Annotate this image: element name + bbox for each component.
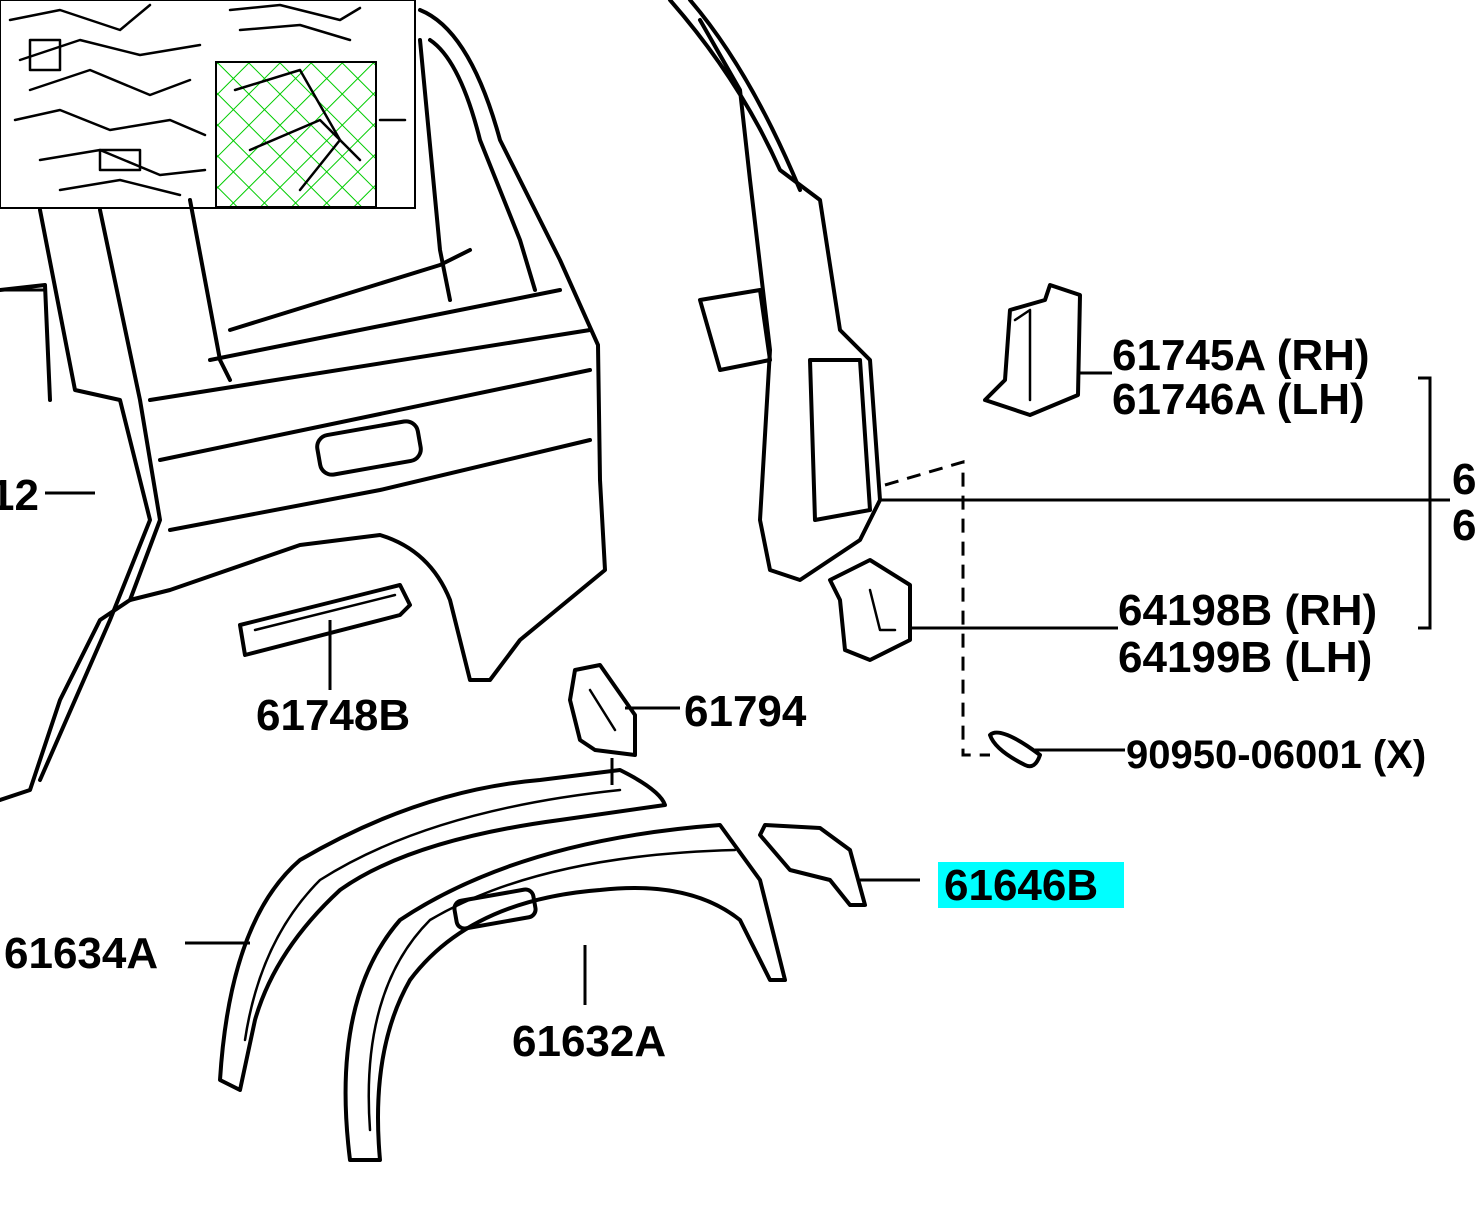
part-61646B[interactable] — [758, 823, 867, 907]
label-61745A[interactable]: 61745A (RH) — [1112, 331, 1370, 380]
label-61634A[interactable]: 61634A — [4, 929, 158, 978]
part-90950-grommet[interactable] — [988, 730, 1042, 769]
label-61646B[interactable]: 61646B — [944, 861, 1098, 910]
label-61746A[interactable]: 61746A (LH) — [1112, 375, 1365, 424]
label-highlight — [938, 862, 1124, 908]
part-61748B[interactable] — [238, 583, 412, 657]
label-61748B[interactable]: 61748B — [256, 691, 410, 740]
inset-highlight-area — [215, 61, 377, 208]
label-12[interactable]: 12 — [0, 471, 39, 520]
label-64198B[interactable]: 64198B (RH) — [1118, 586, 1377, 635]
label-6-bottom[interactable]: 6 — [1452, 501, 1476, 550]
inset-overview[interactable] — [0, 0, 416, 209]
part-64198B-bracket[interactable] — [828, 558, 912, 662]
part-61634A-wheelhouse-inner[interactable] — [218, 768, 667, 1092]
label-6-top[interactable]: 6 — [1452, 455, 1476, 504]
part-61745A-bracket[interactable] — [983, 283, 1082, 417]
part-labels: 61745A (RH) 61746A (LH) 6 6 12 64198B (R… — [0, 331, 1476, 1066]
label-61632A[interactable]: 61632A — [512, 1017, 666, 1066]
quarter-panel — [0, 8, 607, 802]
rear-pillar — [668, 0, 882, 582]
label-90950-06001[interactable]: 90950-06001 (X) — [1126, 733, 1426, 777]
label-61794[interactable]: 61794 — [684, 687, 807, 736]
part-61632A-wheelhouse-outer[interactable] — [343, 823, 787, 1162]
label-64199B[interactable]: 64199B (LH) — [1118, 633, 1372, 682]
leader-lines — [0, 288, 1450, 1005]
part-61794[interactable] — [568, 663, 637, 757]
